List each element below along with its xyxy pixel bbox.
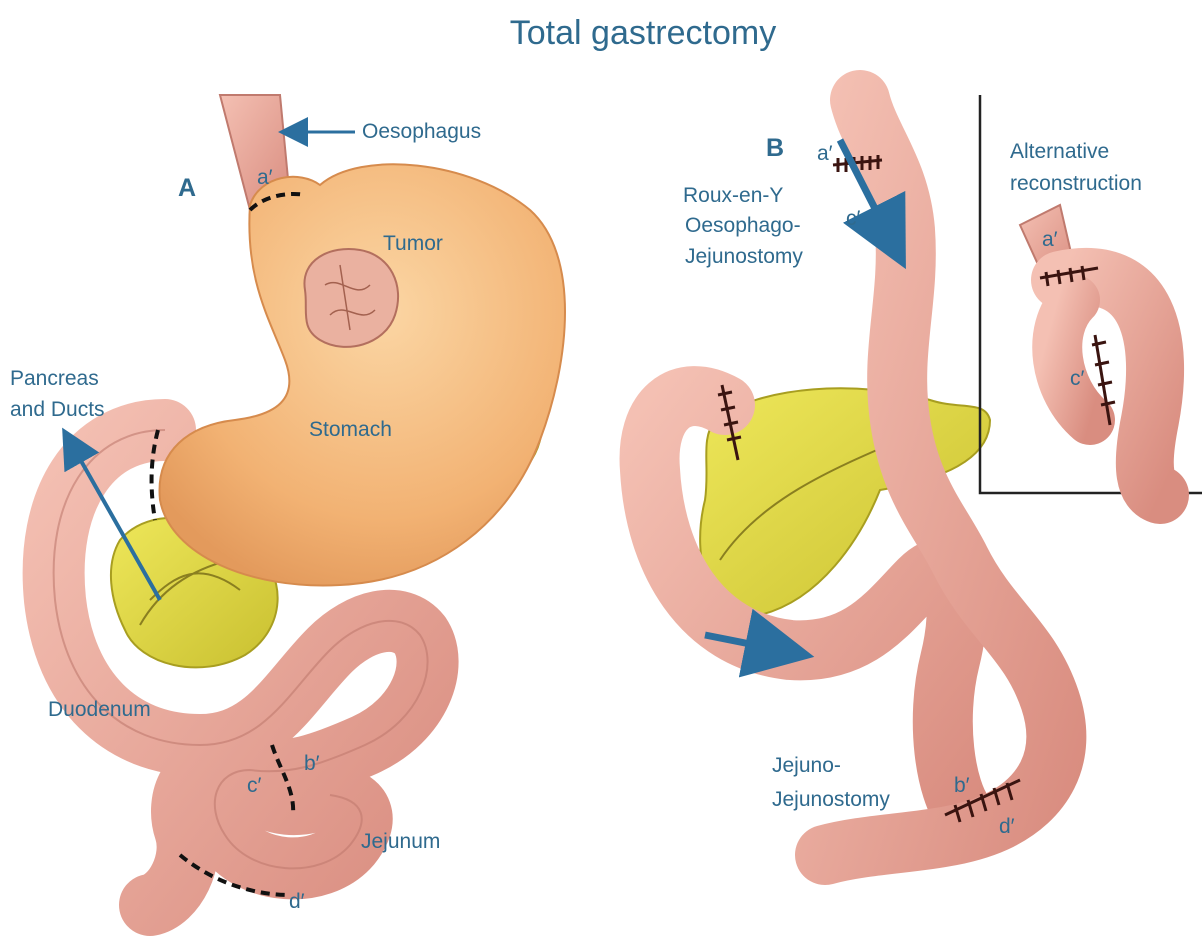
flow-arrow-roux: [836, 138, 906, 270]
flow-arrow-afferent: [704, 608, 815, 678]
figure-title: Total gastrectomy: [510, 14, 776, 52]
label-pancreas-line1: Pancreas: [10, 367, 99, 390]
label-b-prime-b: b′: [954, 774, 970, 797]
cut-line-duodenum: [149, 429, 160, 521]
cut-line-d-prime: [178, 853, 291, 897]
label-c-prime-a: c′: [247, 774, 262, 797]
label-jj-line2: Jejunostomy: [772, 788, 890, 811]
label-a-prime-inset: a′: [1042, 228, 1058, 251]
pancreas-pointer-arrow: [62, 427, 162, 601]
label-roux-line1: Roux-en-Y: [683, 184, 783, 207]
afferent-limb-b: [619, 366, 995, 845]
afferent-stump-closure-b: [717, 384, 742, 461]
label-c-prime-inset: c′: [1070, 367, 1085, 390]
inset-limb: [1032, 275, 1115, 445]
panel-b: [619, 70, 1087, 885]
label-jejunum: Jejunum: [361, 830, 440, 853]
label-oesophagus: Oesophagus: [362, 120, 481, 143]
label-d-prime-b: d′: [999, 815, 1015, 838]
label-pancreas-line2: and Ducts: [10, 398, 105, 421]
label-inset-title-line2: reconstruction: [1010, 172, 1142, 195]
label-duodenum: Duodenum: [48, 698, 151, 721]
inset-pouch: [1031, 248, 1189, 524]
label-jj-line1: Jejuno-: [772, 754, 841, 777]
duodenum-jejunum-outline-a: [52, 429, 429, 870]
cut-line-a-prime: [248, 191, 306, 212]
label-roux-line2: Oesophago-: [685, 214, 801, 237]
label-b-prime-a: b′: [304, 752, 320, 775]
jejuno-jejunal-anastomosis-b: [944, 778, 1021, 823]
panel-a: [22, 94, 566, 936]
panel-b-letter: B: [766, 134, 784, 162]
pancreatic-ducts-b: [719, 439, 901, 561]
label-roux-line3: Jejunostomy: [685, 245, 803, 268]
label-a-prime-a: a′: [257, 166, 273, 189]
inset-alternative-reconstruction: [978, 95, 1202, 524]
tumor-icon: [303, 248, 400, 348]
cut-line-b-c-prime: [270, 744, 296, 816]
inset-anastomosis-top: [1039, 265, 1099, 287]
label-a-prime-b: a′: [817, 142, 833, 165]
label-d-prime-a: d′: [289, 890, 305, 913]
label-inset-title-line1: Alternative: [1010, 140, 1109, 163]
label-tumor: Tumor: [383, 232, 443, 255]
stomach-a: [158, 163, 566, 587]
inset-anastomosis-side: [1091, 334, 1116, 426]
label-stomach: Stomach: [309, 418, 392, 441]
panel-a-letter: A: [178, 174, 196, 202]
label-c-prime-b: c′: [846, 207, 861, 230]
